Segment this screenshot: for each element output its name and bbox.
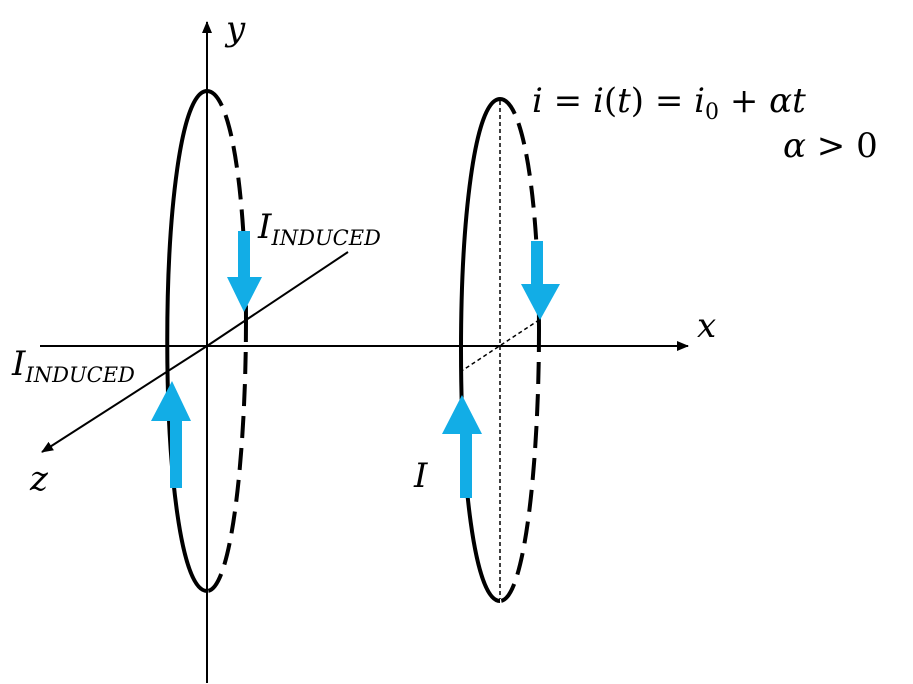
- current-equation: i = i(t) = i0 + αt: [532, 81, 806, 125]
- z-axis-label: z: [29, 459, 49, 499]
- left-loop-back-arc-bottom: [206, 319, 248, 593]
- arrow-down-icon: [521, 241, 560, 320]
- right-loop-horizontal-diameter: [459, 319, 540, 373]
- source-current-label: I: [413, 456, 428, 496]
- induced-current-label-lower: IINDUCED: [11, 344, 135, 387]
- arrow-down-icon: [227, 231, 262, 312]
- right-loop: [459, 97, 541, 603]
- arrow-up-icon: [151, 381, 191, 488]
- x-axis-label: x: [697, 306, 716, 346]
- right-loop-back-arc-bottom: [499, 329, 541, 603]
- induced-current-label-upper: IINDUCED: [257, 207, 381, 250]
- z-axis-back: [206, 251, 349, 347]
- arrow-up-icon: [442, 395, 482, 498]
- right-loop-front-arc: [459, 97, 501, 603]
- left-loop-front-arc: [165, 89, 208, 593]
- z-axis-front: [41, 345, 208, 453]
- axes: [40, 21, 689, 683]
- alpha-condition: α > 0: [783, 126, 878, 166]
- y-axis-label: y: [224, 9, 246, 49]
- current-arrows: [151, 231, 560, 498]
